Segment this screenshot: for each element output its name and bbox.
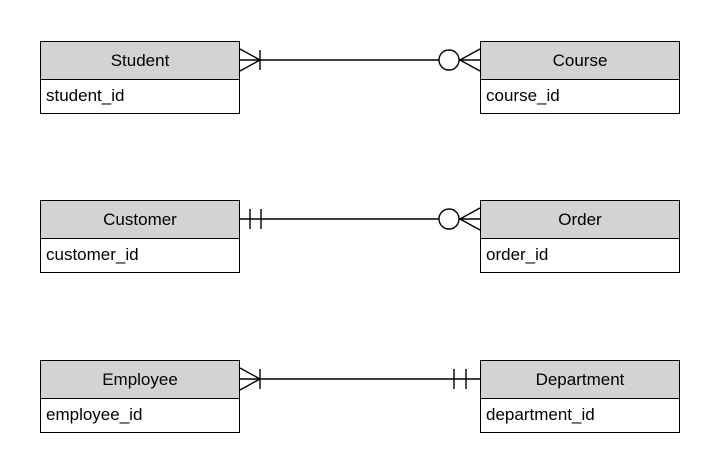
entity-department-attribute: department_id [481,399,679,431]
entity-department-header: Department [481,361,679,399]
entity-student: Student student_id [40,41,240,114]
entity-order: Order order_id [480,200,680,273]
entity-customer-header: Customer [41,201,239,239]
crows-foot-many-icon [239,48,261,61]
entity-course-header: Course [481,42,679,80]
entity-employee: Employee employee_id [40,360,240,433]
entity-student-attribute: student_id [41,80,239,112]
relationship-employee-department [239,357,480,401]
entity-employee-header: Employee [41,361,239,399]
entity-course: Course course_id [480,41,680,114]
relationship-customer-order [240,197,481,241]
entity-department: Department department_id [480,360,680,433]
relationship-line [239,367,480,391]
relationship-student-course [239,38,481,82]
crows-foot-many-icon [239,378,261,391]
entity-course-attribute: course_id [481,80,679,112]
entity-order-header: Order [481,201,679,239]
zero-ring-icon [438,49,460,71]
entity-customer-attribute: customer_id [41,239,239,271]
crows-foot-many-icon [239,59,261,72]
entity-order-attribute: order_id [481,239,679,271]
crows-foot-many-icon [459,59,481,72]
crows-foot-many-icon [459,218,481,231]
entity-employee-attribute: employee_id [41,399,239,431]
entity-student-header: Student [41,42,239,80]
relationship-line [240,207,481,231]
relationship-line [239,48,481,72]
crows-foot-many-icon [459,207,481,220]
crows-foot-many-icon [459,48,481,61]
zero-ring-icon [438,208,460,230]
entity-customer: Customer customer_id [40,200,240,273]
crows-foot-many-icon [239,367,261,380]
